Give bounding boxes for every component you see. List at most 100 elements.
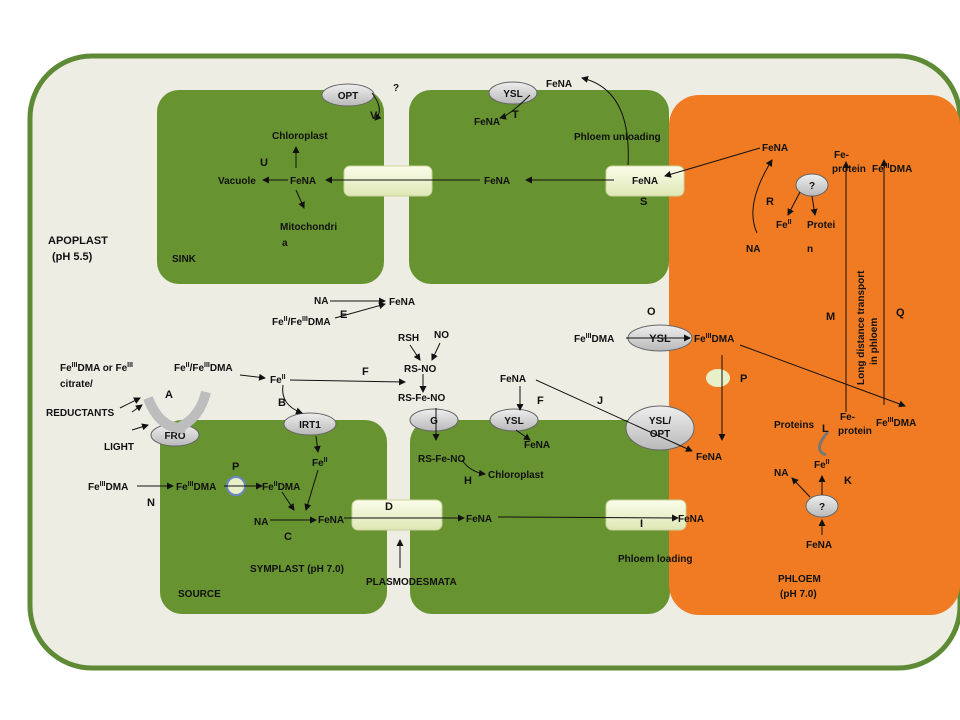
fe3dma-o: FeIIIDMA [574, 333, 614, 345]
proteins-label: Proteins [774, 420, 814, 431]
p-vesicle-phloem [706, 369, 730, 387]
arrow-rsh [409, 344, 421, 361]
fe2-fe3-dma-a: FeII/FeIIIDMA [174, 362, 233, 374]
arrow-i [497, 514, 679, 522]
phloem-label: PHLOEM [778, 574, 821, 585]
fe3dma-q: FeIIIDMA [876, 417, 916, 429]
letter-c: C [284, 531, 292, 543]
fena-ysl-mid: FeNA [524, 440, 550, 451]
letter-m: M [826, 311, 835, 323]
irt1-transporter: IRT1 [283, 412, 337, 436]
svg-text:?: ? [809, 181, 815, 192]
long-distance-label-2: in phloem [869, 318, 880, 365]
arrow-r-fe [787, 191, 801, 216]
arrow-reductants [131, 404, 143, 413]
phloem-loading-label: Phloem loading [618, 554, 692, 565]
rsh-label: RSH [398, 333, 419, 344]
phloem-unloading-label: Phloem unloading [574, 132, 661, 143]
arrow-fe2dma-to-fena [281, 491, 295, 511]
loop-l [818, 431, 830, 457]
letter-l: L [822, 423, 829, 435]
sink-fena: FeNA [290, 176, 316, 187]
phloem-fe2-r: FeII [776, 219, 792, 231]
letter-b: B [278, 397, 286, 409]
arrow-irt-fe [313, 435, 321, 453]
ysl-transporter-mid: YSL [489, 408, 539, 432]
phloem-fena-top: FeNA [762, 143, 788, 154]
letter-h: H [464, 475, 472, 487]
sink-mitochondria-2: a [282, 238, 288, 249]
arrow-fe3dma-to-p [739, 344, 906, 408]
phloem-fe-protein-2: protein [832, 164, 866, 175]
symplast-label: SYMPLAST (pH 7.0) [250, 564, 344, 575]
letter-f-1: F [362, 366, 369, 378]
apoplast-label: APOPLAST [48, 235, 108, 247]
svg-text:FRO: FRO [164, 431, 185, 442]
fe2-k: FeII [814, 459, 830, 471]
letter-f-2: F [537, 395, 544, 407]
phloem-protein-1: Protei [807, 220, 836, 231]
light-label: LIGHT [104, 442, 134, 453]
ysl-transporter-top: YSL [488, 81, 538, 105]
fena-d: FeNA [466, 514, 492, 525]
fe3dma-or-fe3: FeIIIDMA or FeIII [60, 362, 133, 374]
arrow-j [535, 379, 693, 452]
arrow-phloem-unloading [581, 76, 629, 166]
arrow-ph-fena-to-s [664, 147, 761, 178]
fe-protein-l-2: protein [838, 426, 872, 437]
reductants-label: REDUCTANTS [46, 408, 114, 419]
fena-top-out: FeNA [474, 117, 500, 128]
letter-n: N [147, 497, 155, 509]
fro-release-arrow [175, 390, 211, 433]
arrow-u-mito [295, 189, 305, 209]
arrow-a [239, 373, 266, 381]
source-cell [160, 420, 387, 614]
letter-t: T [512, 109, 519, 121]
sink-mitochondria-1: Mitochondri [280, 222, 337, 233]
fe3dma-source: FeIIIDMA [176, 481, 216, 493]
fena-e: FeNA [389, 297, 415, 308]
fe3dma-phloem: FeIIIDMA [694, 333, 734, 345]
letter-k: K [844, 475, 852, 487]
arrow-b [282, 384, 303, 415]
arrow-v [371, 92, 382, 121]
phloem-fe3dma-top: FeIIIDMA [872, 163, 912, 175]
plasmodesmata-bottom-right [605, 499, 687, 531]
letter-i: I [640, 518, 643, 530]
arrow-no [431, 342, 441, 361]
phloem-na-top: NA [746, 244, 760, 255]
arrow-na-k [791, 477, 811, 498]
long-distance-label-1: Long distance transport [856, 270, 867, 385]
plasmodesmata-bottom-left [351, 499, 443, 531]
na-source: NA [254, 517, 268, 528]
rs-fe-no-inside: RS-Fe-NO [418, 454, 465, 465]
unknown-opt-substrate: ? [393, 83, 399, 94]
na-k: NA [774, 468, 788, 479]
fena-j: FeNA [696, 452, 722, 463]
letter-e: E [340, 309, 347, 321]
svg-text:YSL: YSL [503, 89, 522, 100]
g-transporter: G [409, 408, 459, 432]
unknown-carrier-top: ? [795, 173, 829, 197]
fena-k: FeNA [806, 540, 832, 551]
svg-text:IRT1: IRT1 [299, 420, 321, 431]
fe-protein-l-1: Fe- [840, 412, 855, 423]
phloem-region [669, 95, 960, 615]
letter-a: A [165, 389, 173, 401]
chloroplast-mid: Chloroplast [488, 470, 544, 481]
plasmodesmata-label: PLASMODESMATA [366, 577, 457, 588]
arrow-ysl-fena [515, 429, 531, 441]
letter-q: Q [896, 307, 905, 319]
fena-top-s: FeNA [632, 176, 658, 187]
phloem-fe-protein-1: Fe- [834, 150, 849, 161]
arrow-f [289, 378, 406, 386]
svg-text:?: ? [819, 502, 825, 513]
arrow-r-protein [810, 195, 818, 216]
arrow-h [461, 459, 486, 477]
svg-text:G: G [430, 416, 438, 427]
fe2-fe3-dma-e: FeII/FeIIIDMA [272, 316, 331, 328]
fena-mid-in: FeNA [500, 374, 526, 385]
fe2dma-source: FeIIDMA [262, 481, 300, 493]
sink-chloroplast: Chloroplast [272, 131, 328, 142]
